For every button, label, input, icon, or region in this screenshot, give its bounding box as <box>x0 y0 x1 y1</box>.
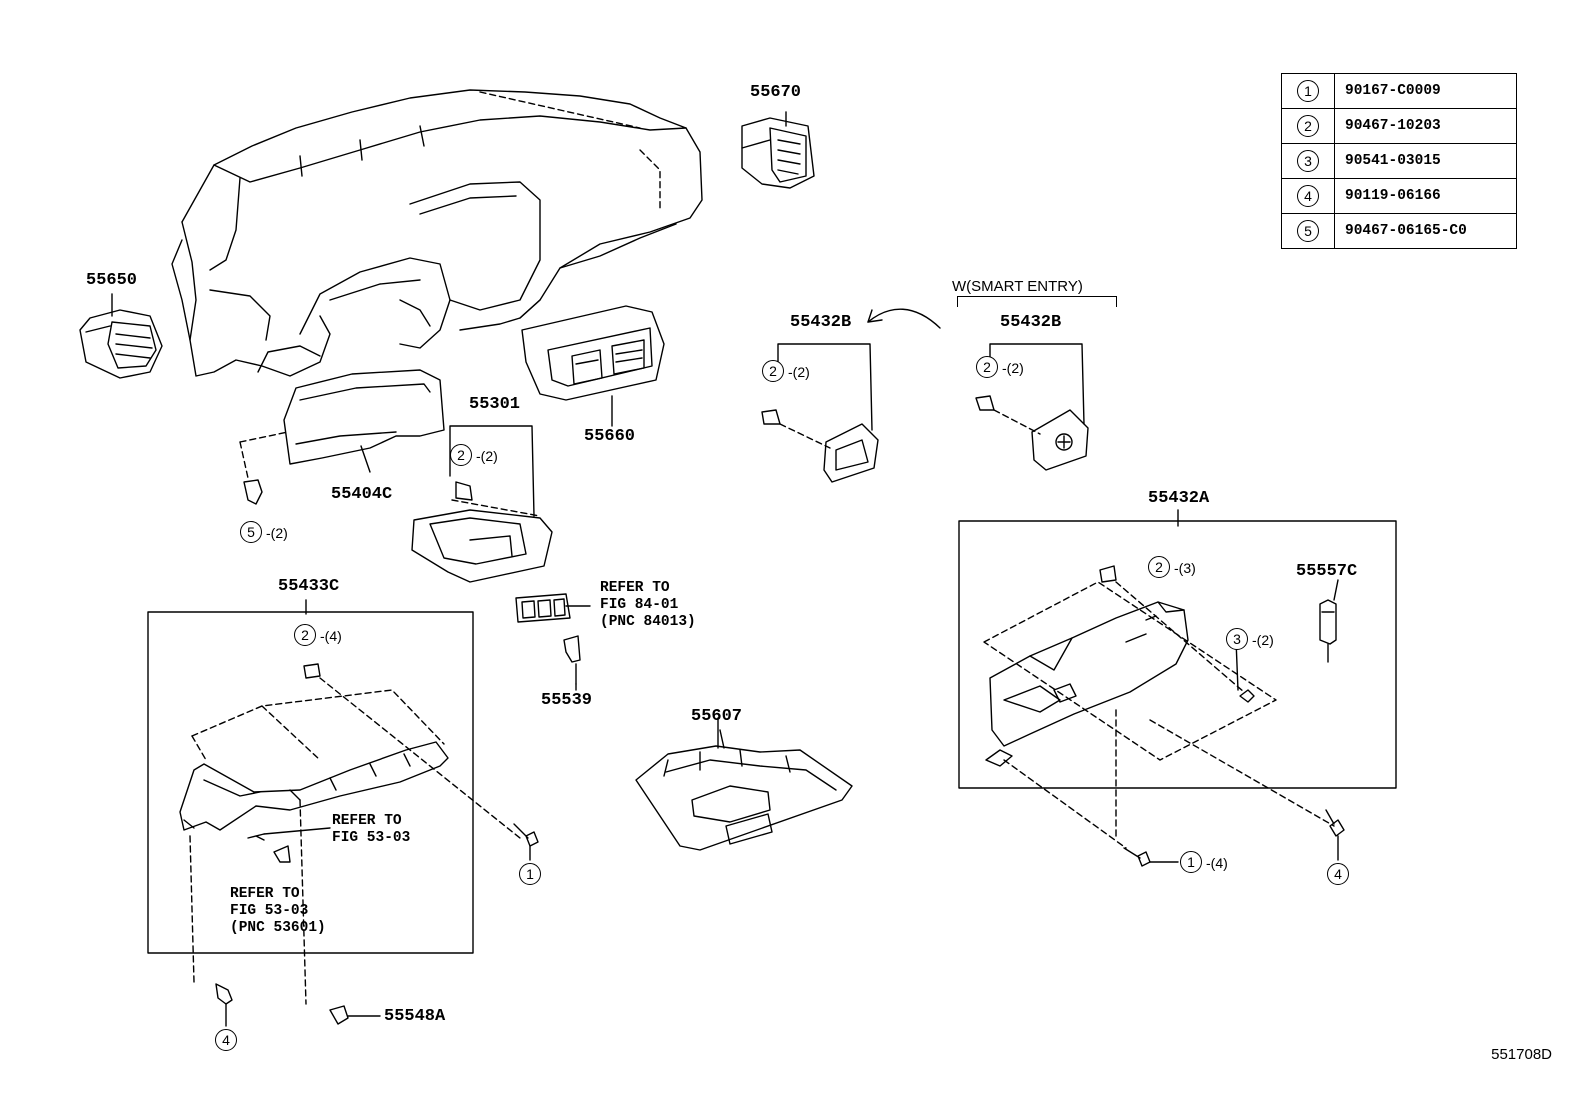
diagram-code: 551708D <box>1491 1046 1552 1063</box>
ref-number: 5 <box>1297 220 1319 242</box>
knee-panel-55433C-drawing <box>179 663 521 1027</box>
part-label-55432B-left: 55432B <box>790 313 852 332</box>
fastener-reference-table: 1 90167-C0009 2 90467-10203 3 90541-0301… <box>1281 73 1517 249</box>
striker-55557C-drawing <box>1319 599 1337 663</box>
table-row: 4 90119-06166 <box>1281 178 1517 214</box>
glove-box-55432A-drawing <box>983 565 1277 767</box>
ref-part-number: 90467-10203 <box>1334 108 1517 144</box>
part-label-55539: 55539 <box>541 691 593 710</box>
callout-qty: -(2) <box>788 364 810 380</box>
callout-circle: 2 <box>762 360 784 382</box>
frame-55432A <box>958 520 1397 789</box>
bezel-55432B-right-drawing <box>975 395 1089 471</box>
table-row: 1 90167-C0009 <box>1281 73 1517 109</box>
register-55670-drawing <box>741 117 815 189</box>
ref-number: 1 <box>1297 80 1319 102</box>
register-55660-drawing <box>521 305 665 401</box>
callout-qty: -(2) <box>476 448 498 464</box>
note-refer-fig-53-b: REFER TO FIG 53-03 (PNC 53601) <box>230 886 326 936</box>
note-refer-fig-53-a: REFER TO FIG 53-03 <box>332 813 411 846</box>
callout-circle: 3 <box>1226 628 1248 650</box>
ref-part-number: 90467-06165-C0 <box>1334 213 1517 249</box>
bolt-drawings <box>513 709 1345 867</box>
dashboard-panel-drawing <box>171 89 703 377</box>
part-label-55432A: 55432A <box>1148 489 1210 508</box>
part-label-55404C: 55404C <box>331 485 393 504</box>
callout-circle: 1 <box>519 863 541 885</box>
ref-part-number: 90119-06166 <box>1334 178 1517 214</box>
part-label-55301: 55301 <box>469 395 521 414</box>
part-label-55557C: 55557C <box>1296 562 1358 581</box>
callout-qty: -(2) <box>266 525 288 541</box>
frame-55433C <box>147 611 474 954</box>
table-row: 2 90467-10203 <box>1281 108 1517 144</box>
callout-qty: -(3) <box>1174 560 1196 576</box>
callout-circle: 1 <box>1180 851 1202 873</box>
callout-circle: 4 <box>1327 863 1349 885</box>
callout-circle: 2 <box>450 444 472 466</box>
ref-number: 4 <box>1297 185 1319 207</box>
part-label-55607: 55607 <box>691 707 743 726</box>
callout-circle: 2 <box>976 356 998 378</box>
ref-number: 2 <box>1297 115 1319 137</box>
cluster-panel-55404C-drawing <box>239 369 445 505</box>
part-label-55650: 55650 <box>86 271 138 290</box>
part-label-55432B-right: 55432B <box>1000 313 1062 332</box>
part-label-55670: 55670 <box>750 83 802 102</box>
part-label-55548A: 55548A <box>384 1007 446 1026</box>
leader-lines <box>111 111 1339 749</box>
bezel-55432B-left-drawing <box>761 409 879 483</box>
ref-part-number: 90541-03015 <box>1334 143 1517 179</box>
part-label-55433C: 55433C <box>278 577 340 596</box>
callout-circle: 5 <box>240 521 262 543</box>
direction-arrow-drawing <box>867 308 941 329</box>
table-row: 5 90467-06165-C0 <box>1281 213 1517 249</box>
callout-qty: -(2) <box>1252 632 1274 648</box>
part-label-55660: 55660 <box>584 427 636 446</box>
register-55650-drawing <box>79 309 163 379</box>
smart-entry-label: W(SMART ENTRY) <box>952 278 1083 295</box>
callout-qty: -(4) <box>1206 855 1228 871</box>
clip-55539-drawing <box>563 635 581 685</box>
ref-number: 3 <box>1297 150 1319 172</box>
callout-qty: -(2) <box>1002 360 1024 376</box>
lower-panel-55607-drawing <box>635 729 853 851</box>
switch-module-drawing <box>515 593 591 623</box>
callout-qty: -(4) <box>320 628 342 644</box>
note-refer-fig-84: REFER TO FIG 84-01 (PNC 84013) <box>600 580 696 630</box>
ref-part-number: 90167-C0009 <box>1334 73 1517 109</box>
table-row: 3 90541-03015 <box>1281 143 1517 179</box>
callout-circle: 2 <box>294 624 316 646</box>
lower-panel-55301-drawing <box>411 481 553 583</box>
callout-circle: 4 <box>215 1029 237 1051</box>
smart-entry-bracket <box>957 296 1117 307</box>
callout-circle: 2 <box>1148 556 1170 578</box>
